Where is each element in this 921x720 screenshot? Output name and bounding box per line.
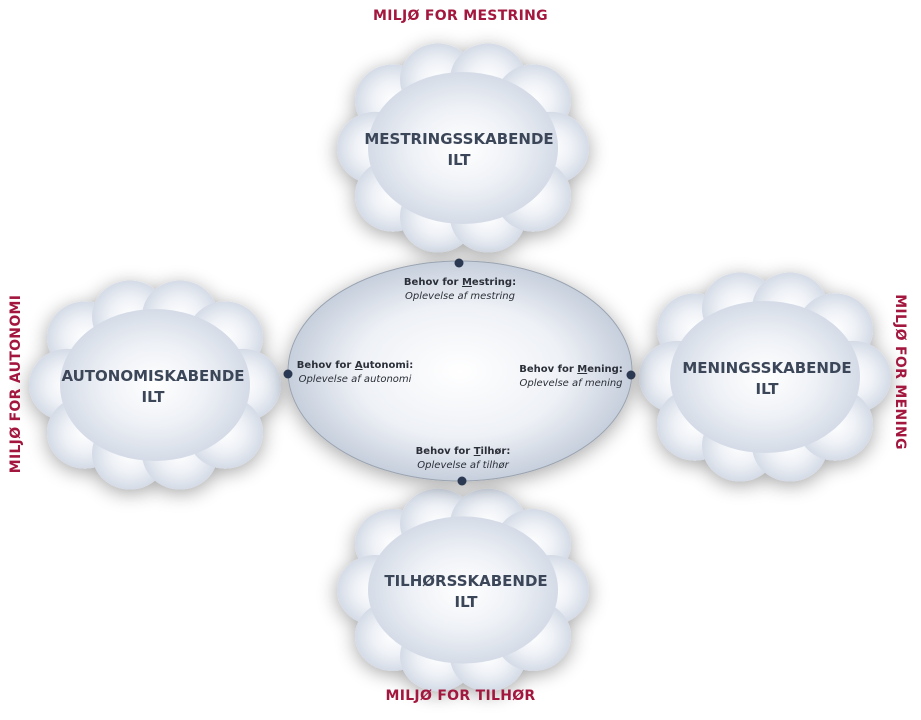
connector-dot-left: [283, 369, 293, 379]
need-top-rest: estring:: [471, 277, 517, 288]
need-right-subtitle: Oplevelse af mening: [519, 378, 623, 389]
environment-label-bottom: MILJØ FOR TILHØR: [385, 688, 536, 704]
cloud-title-top: MESTRINGSSKABENDE ILT: [364, 129, 553, 171]
need-left-prefix: Behov for: [296, 360, 355, 371]
cloud-title-left-line1: AUTONOMISKABENDE: [61, 367, 245, 385]
need-bottom: Behov for Tilhør: Oplevelse af tilhør: [416, 445, 511, 473]
environment-label-right: MILJØ FOR MENING: [892, 294, 908, 450]
need-bottom-prefix: Behov for: [415, 446, 474, 457]
need-right: Behov for Mening: Oplevelse af mening: [519, 363, 623, 391]
need-right-initial: M: [577, 364, 588, 375]
need-left-rest: utonomi:: [362, 360, 414, 371]
need-bottom-subtitle: Oplevelse af tilhør: [417, 460, 509, 471]
need-right-rest: ening:: [587, 364, 623, 375]
cloud-title-bottom: TILHØRSSKABENDE ILT: [384, 571, 547, 613]
cloud-title-bottom-line2: ILT: [454, 593, 478, 611]
cloud-title-top-line1: MESTRINGSSKABENDE: [364, 130, 554, 148]
environment-label-top: MILJØ FOR MESTRING: [373, 8, 548, 24]
need-top-title: Behov for Mestring:: [404, 276, 516, 290]
need-top: Behov for Mestring: Oplevelse af mestrin…: [404, 276, 516, 304]
need-top-subtitle: Oplevelse af mestring: [405, 291, 515, 302]
cloud-title-left-line2: ILT: [141, 388, 165, 406]
environment-label-left: MILJØ FOR AUTONOMI: [8, 294, 24, 474]
need-left-initial: A: [354, 360, 363, 371]
need-top-initial: M: [461, 277, 472, 288]
connector-dot-top: [454, 258, 464, 268]
need-right-title: Behov for Mening:: [519, 363, 623, 377]
connector-dot-right: [626, 370, 636, 380]
cloud-title-right-line2: ILT: [755, 380, 779, 398]
need-bottom-initial: T: [473, 446, 481, 457]
cloud-title-right-line1: MENINGSSKABENDE: [682, 359, 852, 377]
need-left-title: Behov for Autonomi:: [297, 359, 413, 373]
need-right-prefix: Behov for: [519, 364, 578, 375]
need-bottom-rest: ilhør:: [480, 446, 511, 457]
cloud-title-top-line2: ILT: [447, 151, 471, 169]
cloud-title-left: AUTONOMISKABENDE ILT: [61, 366, 244, 408]
need-left: Behov for Autonomi: Oplevelse af autonom…: [297, 359, 413, 387]
need-left-subtitle: Oplevelse af autonomi: [298, 374, 412, 385]
cloud-title-bottom-line1: TILHØRSSKABENDE: [384, 572, 548, 590]
need-bottom-title: Behov for Tilhør:: [416, 445, 511, 459]
connector-dot-bottom: [457, 476, 467, 486]
need-top-prefix: Behov for: [403, 277, 462, 288]
cloud-title-right: MENINGSSKABENDE ILT: [682, 358, 851, 400]
